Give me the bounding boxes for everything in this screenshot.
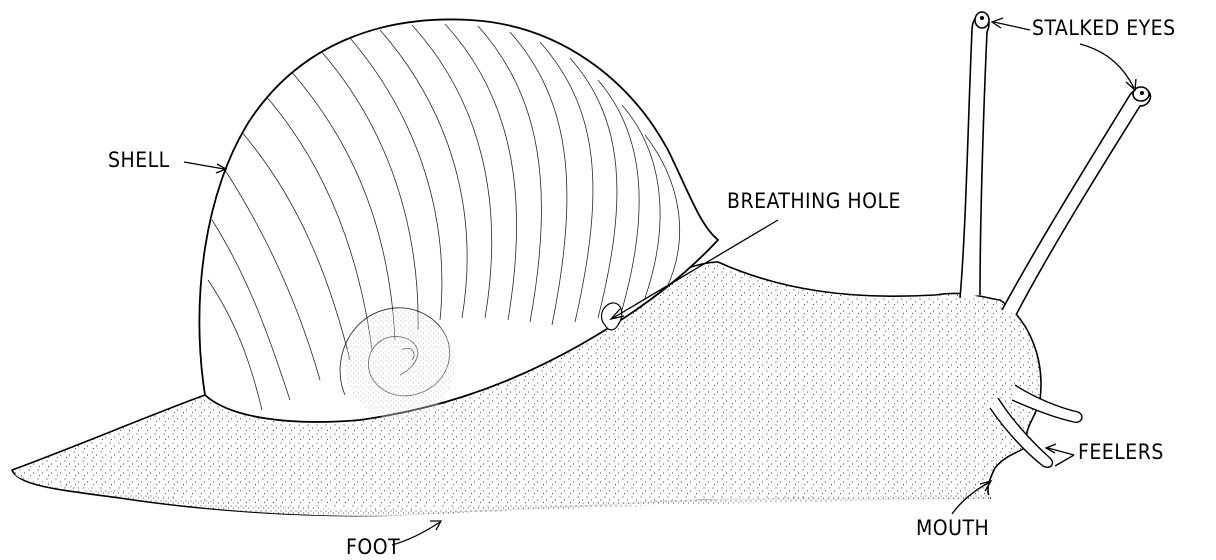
stalked-eyes-label: STALKED EYES: [1032, 18, 1176, 39]
foot-label: FOOT: [346, 537, 400, 558]
feelers-label: FEELERS: [1078, 442, 1164, 463]
eye-stalk-upper: [960, 14, 989, 298]
breathing-hole-label: BREATHING HOLE: [727, 191, 901, 212]
shell-label: SHELL: [108, 150, 170, 171]
eyes-pointer-upper: [994, 22, 1030, 30]
mouth-label: MOUTH: [916, 518, 989, 539]
eye-stalk-lower: [1002, 89, 1150, 315]
shell-pointer: [184, 162, 224, 169]
eyes-pointer-lower: [1080, 44, 1134, 88]
